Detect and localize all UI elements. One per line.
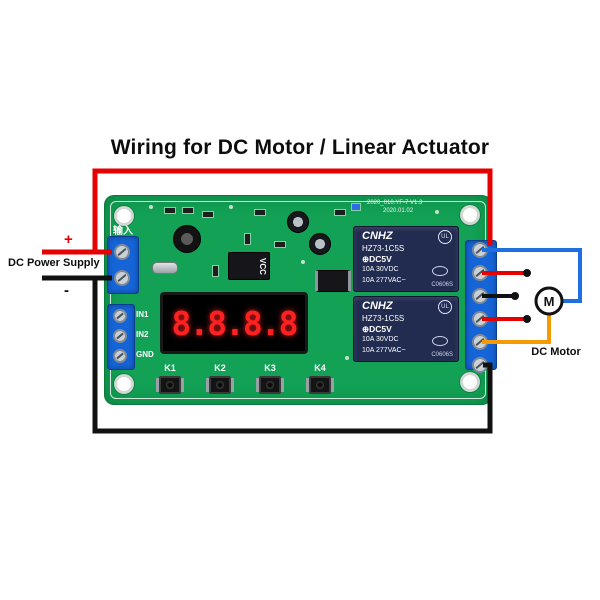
led (352, 204, 360, 210)
dc-motor-label: DC Motor (531, 346, 581, 358)
terminal-screw (114, 244, 130, 260)
terminal-screw (472, 357, 488, 373)
crystal-oscillator (152, 262, 178, 274)
motor-symbol: M (544, 294, 555, 309)
terminal-screw (114, 270, 130, 286)
solder-pad (435, 210, 439, 214)
board-date-text: 2020.01.02 (383, 208, 414, 214)
relay-dc-rating: 10A 30VDC (362, 336, 399, 343)
button-label-k3: K3 (264, 363, 276, 373)
terminal-screw (472, 288, 488, 304)
smd-resistor (203, 212, 213, 217)
terminal-screw (472, 242, 488, 258)
pin-label-in2: IN2 (136, 330, 149, 339)
pcb-board: 输入 IN1 IN2 GND 8.8.8.8 CNHZ UL HZ73-1C5S… (105, 196, 497, 404)
display-digits: 8.8.8.8 (171, 303, 298, 343)
relay-code: C0606S (431, 352, 453, 358)
smd-resistor (183, 208, 193, 213)
motor-circle (534, 286, 564, 316)
terminal-screw (472, 334, 488, 350)
wire-end-connector (523, 269, 531, 277)
button-label-k4: K4 (314, 363, 326, 373)
wire-end-connector (511, 292, 519, 300)
relay-ac-rating: 10A 277VAC~ (362, 277, 406, 284)
button-label-k2: K2 (214, 363, 226, 373)
electrolytic-capacitor (287, 211, 309, 233)
cert-mark-icon (432, 266, 448, 276)
electrolytic-capacitor (309, 233, 331, 255)
terminal-screw (113, 329, 127, 343)
terminal-block-relay-output (465, 240, 497, 370)
seven-segment-display: 8.8.8.8 (160, 292, 308, 354)
relay-ac-rating: 10A 277VAC~ (362, 347, 406, 354)
ul-mark-icon: UL (438, 230, 452, 244)
inductor (173, 225, 201, 253)
wire-end-connector (523, 315, 531, 323)
relay-coil-voltage: ⊕DC5V (362, 254, 392, 264)
mounting-hole (117, 377, 131, 391)
vcc-label: VCC (258, 258, 267, 275)
terminal-screw (472, 265, 488, 281)
solder-pad (301, 260, 305, 264)
smd-resistor (245, 234, 250, 244)
mounting-hole (117, 209, 131, 223)
smd-resistor (335, 210, 345, 215)
solder-pad (229, 205, 233, 209)
smd-resistor (165, 208, 175, 213)
relay-coil-voltage: ⊕DC5V (362, 324, 392, 334)
relay-model: HZ73-1C5S (362, 314, 405, 323)
solder-pad (149, 205, 153, 209)
smd-resistor (275, 242, 285, 247)
mounting-hole (463, 208, 477, 222)
smd-resistor (255, 210, 265, 215)
diagram-title: Wiring for DC Motor / Linear Actuator (110, 136, 490, 159)
cert-mark-icon (432, 336, 448, 346)
input-label: 输入 (113, 226, 133, 237)
mounting-hole (463, 375, 477, 389)
smd-resistor (213, 266, 218, 276)
relay-2: CNHZ UL HZ73-1C5S ⊕DC5V 10A 30VDC 10A 27… (353, 296, 459, 362)
relay-brand: CNHZ (362, 300, 393, 312)
relay-code: C0606S (431, 282, 453, 288)
relay-brand: CNHZ (362, 230, 393, 242)
terminal-screw (113, 349, 127, 363)
ul-mark-icon: UL (438, 300, 452, 314)
tactile-button-k4 (309, 376, 331, 394)
button-label-k1: K1 (164, 363, 176, 373)
terminal-screw (472, 311, 488, 327)
pin-label-gnd: GND (136, 350, 154, 359)
power-supply-label: DC Power Supply (8, 257, 100, 269)
power-minus-label: - (64, 282, 69, 299)
terminal-screw (113, 309, 127, 323)
power-plus-label: + (64, 231, 73, 248)
solder-pad (345, 356, 349, 360)
relay-dc-rating: 10A 30VDC (362, 266, 399, 273)
mcu-chip (315, 270, 351, 292)
board-version-text: 2020_010.YF-7 V1.3 (367, 200, 423, 206)
pin-label-in1: IN1 (136, 310, 149, 319)
tactile-button-k3 (259, 376, 281, 394)
relay-1: CNHZ UL HZ73-1C5S ⊕DC5V 10A 30VDC 10A 27… (353, 226, 459, 292)
tactile-button-k2 (209, 376, 231, 394)
tactile-button-k1 (159, 376, 181, 394)
relay-model: HZ73-1C5S (362, 244, 405, 253)
